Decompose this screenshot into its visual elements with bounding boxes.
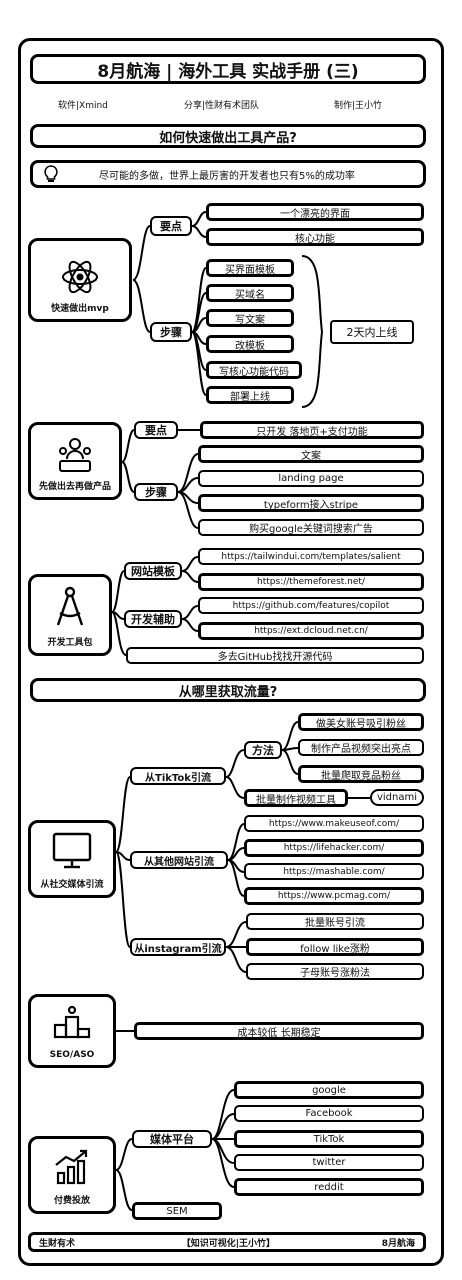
compass-icon xyxy=(50,585,90,633)
card-mvp: 快速做出mvp xyxy=(28,238,132,322)
card-paid-ads-label: 付费投放 xyxy=(53,1196,90,1206)
share-credit: 分享|性财有术团队 xyxy=(184,101,260,111)
paid-key-points: 要点 xyxy=(134,421,178,439)
footer-center: 【知识可视化|王小竹】 xyxy=(181,1238,276,1249)
tools-github: 多去GitHub找找开源代码 xyxy=(126,647,424,664)
card-paid-ads: 付费投放 xyxy=(28,1136,116,1214)
mvp-step: 改模板 xyxy=(206,335,294,353)
mvp-key-item: 核心功能 xyxy=(206,228,424,246)
tools-assist: 开发辅助 xyxy=(124,610,182,628)
atom-icon xyxy=(60,257,100,301)
software-credit: 软件|Xmind xyxy=(58,101,108,111)
mvp-step: 买域名 xyxy=(206,284,294,302)
media-platform: TikTok xyxy=(234,1130,424,1148)
ig-item: 子母账号涨粉法 xyxy=(246,963,424,980)
tiktok-method: 批量爬取竞品粉丝 xyxy=(298,765,424,783)
card-seo-label: SEO/ASO xyxy=(49,1050,95,1060)
ads-media: 媒体平台 xyxy=(132,1130,212,1148)
ig-item: 批量账号引流 xyxy=(246,913,424,930)
mvp-step: 买界面模板 xyxy=(206,259,294,277)
mvp-step: 写文案 xyxy=(206,309,294,327)
media-platform: reddit xyxy=(234,1178,424,1196)
lightbulb-icon xyxy=(43,165,59,183)
ads-sem: SEM xyxy=(132,1202,222,1220)
card-dev-tools-label: 开发工具包 xyxy=(47,638,93,648)
card-sell-first: 先做出去再做产品 xyxy=(28,422,122,500)
template-link[interactable]: https://themeforest.net/ xyxy=(198,573,424,591)
site-link[interactable]: https://mashable.com/ xyxy=(244,863,424,880)
paid-step: typeform接入stripe xyxy=(198,494,424,512)
seo-item: 成本较低 长期稳定 xyxy=(134,1022,424,1040)
site-link[interactable]: https://www.pcmag.com/ xyxy=(244,887,424,905)
banner-text: 尽可能的多做，世界上最厉害的开发者也只有5%的成功率 xyxy=(99,170,355,182)
paid-step: 文案 xyxy=(198,445,424,463)
card-social: 从社交媒体引流 xyxy=(28,820,116,898)
tiktok-method: 制作产品视频突出亮点 xyxy=(298,739,424,756)
footer-left: 生财有术 xyxy=(39,1238,76,1249)
site-link[interactable]: https://lifehacker.com/ xyxy=(244,839,424,857)
footer-bar: 生财有术 【知识可视化|王小竹】 8月航海 xyxy=(28,1232,426,1252)
social-sites: 从其他网站引流 xyxy=(130,851,228,869)
media-platform: google xyxy=(234,1081,424,1099)
tiktok-methods: 方法 xyxy=(244,741,282,759)
footer-right: 8月航海 xyxy=(381,1238,415,1249)
ig-item: follow like涨粉 xyxy=(246,938,424,956)
tiktok-method: 做美女账号吸引粉丝 xyxy=(298,713,424,731)
tiktok-vidnami: vidnami xyxy=(370,789,424,806)
tools-templates: 网站模板 xyxy=(124,562,182,580)
assist-link[interactable]: https://github.com/features/copilot xyxy=(198,597,424,614)
author-credit: 制作|王小竹 xyxy=(334,101,383,111)
site-link[interactable]: https://www.makeuseof.com/ xyxy=(244,815,424,832)
presenter-icon xyxy=(55,435,95,479)
paid-key-item: 只开发 落地页+支付功能 xyxy=(200,421,424,439)
mvp-key-points: 要点 xyxy=(150,216,192,236)
section-heading-traffic: 从哪里获取流量? xyxy=(30,678,426,702)
card-sell-first-label: 先做出去再做产品 xyxy=(38,482,111,492)
mvp-key-item: 一个漂亮的界面 xyxy=(206,203,424,221)
page-title: 8月航海 | 海外工具 实战手册 (三) xyxy=(30,54,426,84)
media-platform: Facebook xyxy=(234,1105,424,1122)
paid-step: landing page xyxy=(198,470,424,487)
paid-steps: 步骤 xyxy=(134,483,178,501)
tiktok-batch-tool: 批量制作视频工具 xyxy=(244,789,348,807)
card-mvp-label: 快速做出mvp xyxy=(51,304,109,314)
podium-icon xyxy=(52,1005,92,1045)
media-platform: twitter xyxy=(234,1154,424,1171)
assist-link[interactable]: https://ext.dcloud.net.cn/ xyxy=(198,622,424,640)
section-heading-build: 如何快速做出工具产品? xyxy=(30,124,426,148)
mvp-step: 写核心功能代码 xyxy=(206,361,302,379)
banner-success-rate: 尽可能的多做，世界上最厉害的开发者也只有5%的成功率 xyxy=(30,160,426,188)
mvp-step: 部署上线 xyxy=(206,386,294,404)
page-frame xyxy=(18,38,444,1266)
growth-chart-icon xyxy=(52,1147,92,1191)
mvp-steps: 步骤 xyxy=(150,322,192,342)
social-tiktok: 从TikTok引流 xyxy=(130,767,226,785)
paid-step: 购买google关键词搜索广告 xyxy=(198,519,424,536)
card-dev-tools: 开发工具包 xyxy=(28,574,112,656)
social-instagram: 从instagram引流 xyxy=(130,938,226,956)
card-seo: SEO/ASO xyxy=(28,994,116,1068)
mvp-result: 2天内上线 xyxy=(330,320,414,344)
card-social-label: 从社交媒体引流 xyxy=(40,880,104,890)
monitor-icon xyxy=(50,831,94,875)
template-link[interactable]: https://tailwindui.com/templates/salient xyxy=(198,548,424,565)
